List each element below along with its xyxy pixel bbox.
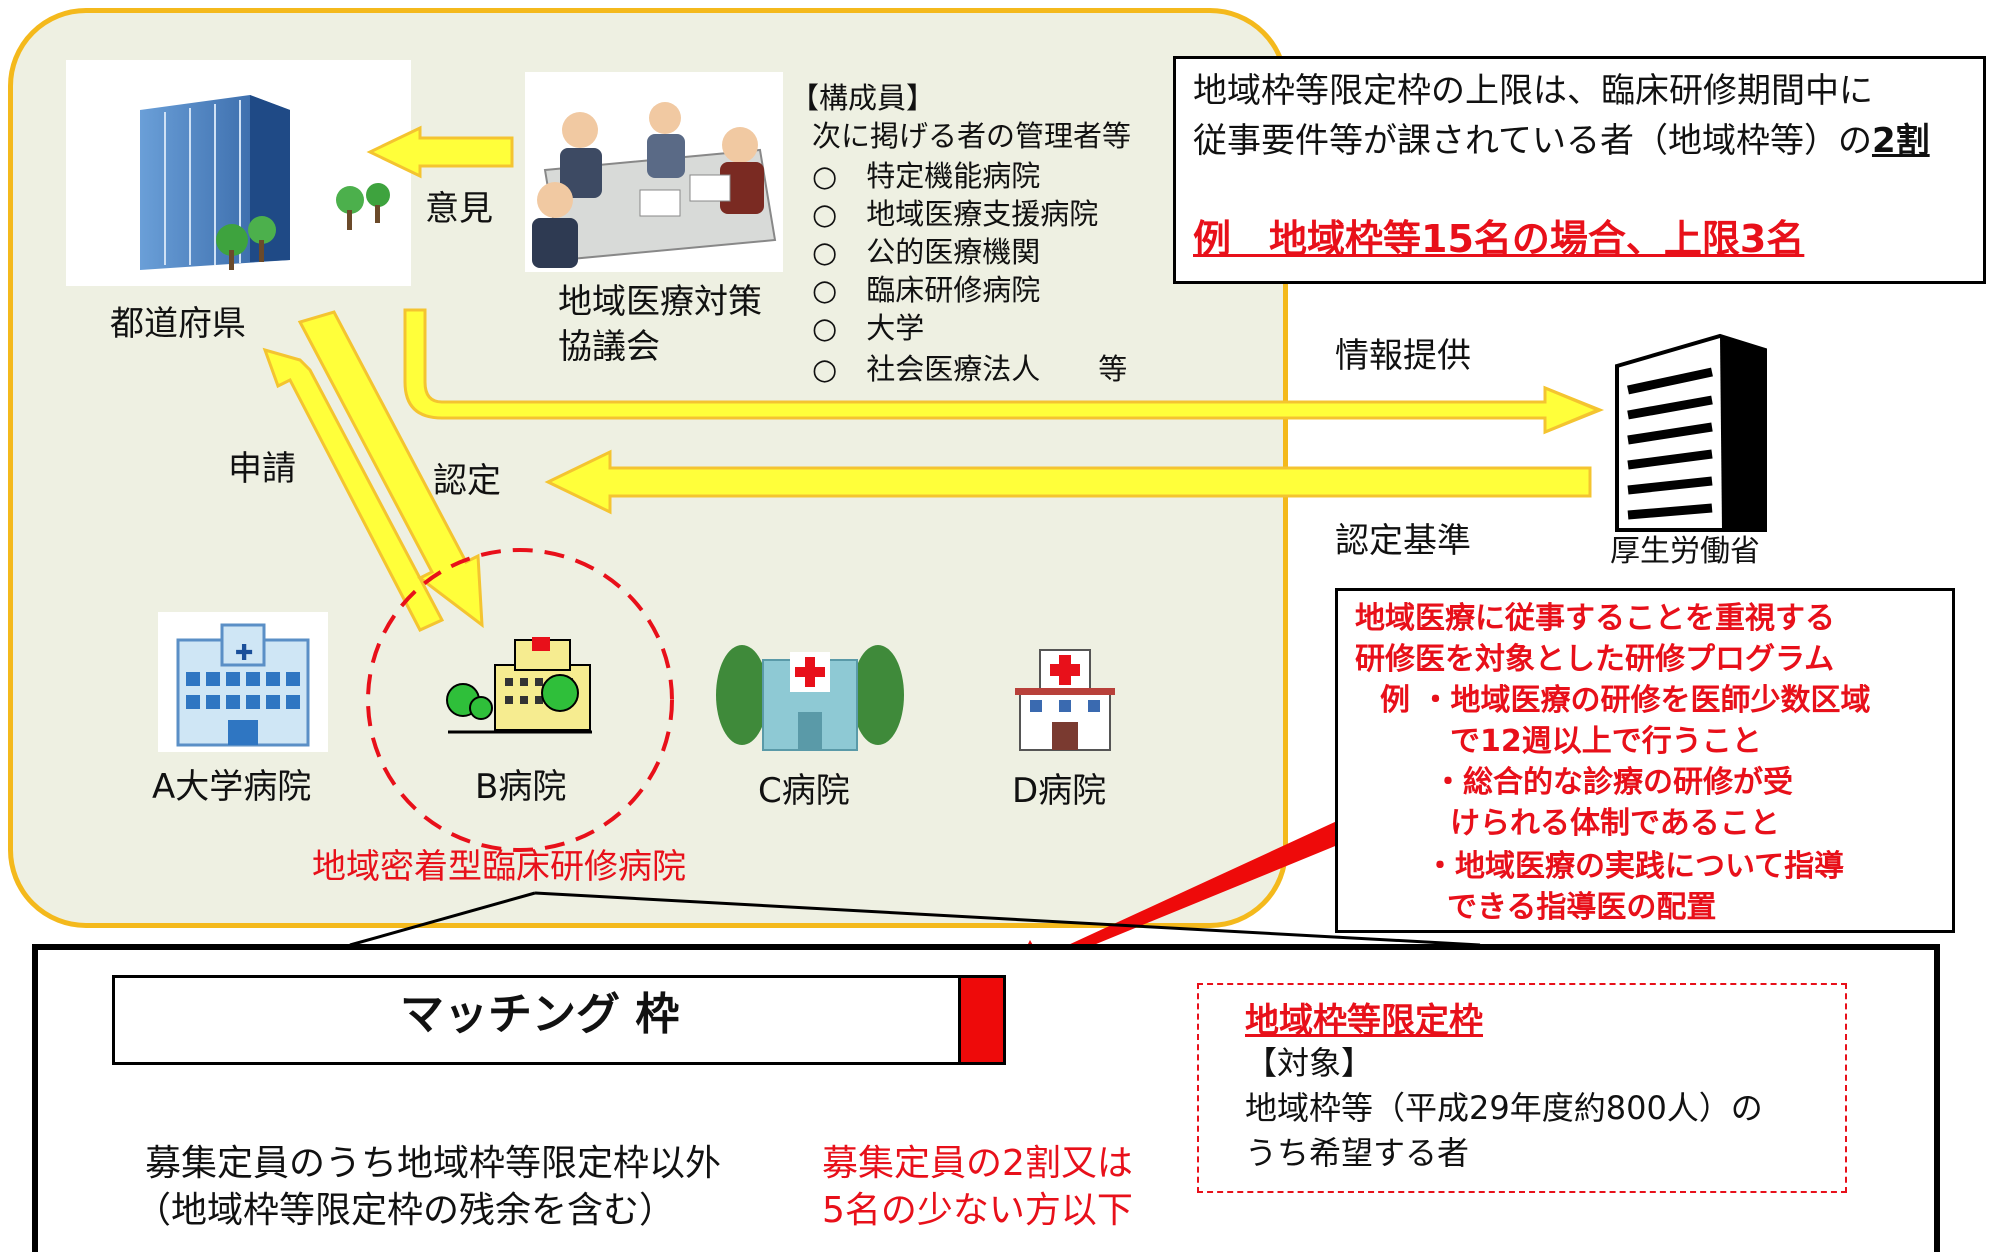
hospital-a-icon: ✚ <box>158 612 328 752</box>
criteria-line: ・総合的な診療の研修が受 <box>1433 765 1793 800</box>
criteria-line: 研修医を対象とした研修プログラム <box>1355 642 1835 677</box>
criteria-box <box>1335 588 1955 933</box>
criteria-red-arrow <box>1010 815 1362 985</box>
hospital-d-label: D病院 <box>1012 771 1107 811</box>
info-example: 例 地域枠等15名の場合、上限3名 <box>1193 217 1805 261</box>
info-provision-label: 情報提供 <box>1335 336 1471 376</box>
limit-box-title: 地域枠等限定枠 <box>1245 1001 1483 1041</box>
prefecture-building-icon <box>66 60 411 286</box>
council-label-line2: 協議会 <box>558 327 660 367</box>
criteria-line: 例 ・地域医療の研修を医師少数区域 <box>1380 683 1871 718</box>
hospital-c-icon <box>716 645 904 751</box>
cert-criteria-label: 認定基準 <box>1335 521 1471 561</box>
quota-caption-line1: 募集定員の2割又は <box>822 1143 1133 1184</box>
members-intro: 次に掲げる者の管理者等 <box>812 119 1132 153</box>
community-hospital-label: 地域密着型臨床研修病院 <box>312 847 686 887</box>
matching-caption-line1: 募集定員のうち地域枠等限定枠以外 <box>145 1143 722 1184</box>
members-item: ○ 公的医療機関 <box>812 235 1041 269</box>
limit-box-label: 【対象】 <box>1245 1044 1374 1082</box>
mhlw-label: 厚生労働省 <box>1610 534 1760 569</box>
criteria-line: で12週以上で行うこと <box>1450 724 1762 759</box>
mhlw-building-icon <box>1615 333 1767 532</box>
council-label-line1: 地域医療対策 <box>558 282 762 322</box>
info-provision-arrow <box>403 308 1605 435</box>
criteria-line: ・地域医療の実践について指導 <box>1425 849 1845 884</box>
opinion-label: 意見 <box>425 189 493 229</box>
quota-caption-line2: 5名の少ない方以下 <box>822 1190 1133 1231</box>
members-item: ○ 地域医療支援病院 <box>812 197 1099 231</box>
matching-quota-bar <box>112 975 962 1065</box>
members-item: ○ 特定機能病院 <box>812 159 1041 193</box>
council-meeting-icon <box>525 72 783 272</box>
hospital-b-icon <box>446 637 592 734</box>
regional-quota-bar <box>958 975 1006 1065</box>
certification-down-arrow <box>297 310 484 629</box>
opinion-arrow <box>366 125 514 179</box>
members-item: ○ 臨床研修病院 <box>812 273 1041 307</box>
matching-caption-line2: （地域枠等限定枠の残余を含む） <box>135 1190 676 1231</box>
certification-arrow <box>544 449 1592 515</box>
application-label: 申請 <box>228 449 296 489</box>
info-line-2-emphasis: 2割 <box>1871 121 1930 161</box>
members-item: ○ 社会医療法人 等 <box>812 352 1128 386</box>
svg-text:✚: ✚ <box>235 641 253 666</box>
matching-label: マッチング 枠 <box>400 989 680 1040</box>
regional-quota-definition-box <box>1197 983 1847 1193</box>
limit-rule-box <box>1173 56 1986 284</box>
members-header: 【構成員】 <box>790 81 936 115</box>
criteria-line: けられる体制であること <box>1450 806 1780 841</box>
limit-box-line2: うち希望する者 <box>1245 1134 1470 1172</box>
info-line-1: 地域枠等限定枠の上限は、臨床研修期間中に <box>1193 71 1873 111</box>
criteria-line: できる指導医の配置 <box>1447 890 1717 925</box>
community-hospital-circle <box>366 548 674 852</box>
info-line-2-text: 従事要件等が課されている者（地域枠等）の <box>1193 121 1872 161</box>
hospital-a-label: A大学病院 <box>152 767 312 807</box>
certification-label: 認定 <box>433 461 501 501</box>
criteria-line: 地域医療に従事することを重視する <box>1355 601 1835 636</box>
limit-box-line1: 地域枠等（平成29年度約800人）の <box>1245 1089 1763 1127</box>
hospital-b-label: B病院 <box>475 767 567 807</box>
hospital-d-icon <box>1015 649 1115 751</box>
prefecture-label: 都道府県 <box>110 304 246 344</box>
members-item: ○ 大学 <box>812 311 925 345</box>
info-line-2: 従事要件等が課されている者（地域枠等）の2割 <box>1193 121 1930 161</box>
hospital-c-label: C病院 <box>758 771 850 811</box>
